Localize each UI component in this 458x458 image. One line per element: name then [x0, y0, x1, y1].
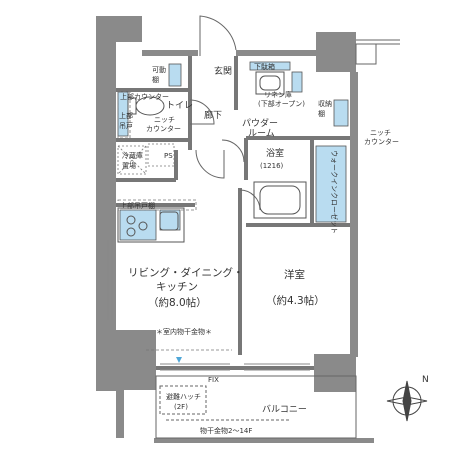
windows	[107, 240, 310, 371]
ldk-area-label: （約8.0帖）	[148, 296, 207, 309]
jobu-toda-kitchen-label: 上部吊戸棚	[120, 201, 155, 210]
fix-label: FIX	[208, 376, 219, 384]
upper-cabinet-dashed	[117, 91, 232, 351]
bathtub	[253, 181, 307, 219]
yoshitsu-area-label: （約4.3帖）	[266, 294, 325, 307]
niche-counter-left-2: カウンター	[146, 124, 181, 133]
outdoor-unit-label-1: 避難ハッチ	[166, 392, 201, 401]
toilet-label: トイレ	[166, 101, 193, 111]
niche-counter-right-2: カウンター	[364, 137, 399, 146]
ps-label: PS	[164, 152, 173, 160]
compass-icon	[386, 380, 428, 422]
ps-box	[147, 143, 175, 167]
exterior-walls	[96, 16, 374, 443]
ldk-label-1: リビング・ダイニング・	[128, 266, 244, 279]
kitchen-counter	[117, 207, 185, 243]
toilet-bowl	[127, 96, 165, 116]
wic-label: ウォークインクローゼット	[330, 150, 339, 234]
entry-door	[199, 15, 237, 56]
interior-walls	[116, 56, 350, 370]
powder-room-label-2: ルーム	[248, 128, 275, 139]
cabinet-note-label: ＊室内物干金物＊	[156, 327, 212, 336]
reizoko-label-1: 冷蔵庫	[122, 151, 143, 160]
shuno-left-label-2: 棚	[152, 75, 159, 84]
shuno-right-label-2: 棚	[318, 109, 325, 118]
jobu-toda-label: 上部	[119, 111, 133, 120]
shoes-box-label: 下駄箱	[254, 62, 275, 71]
shuno-right-label-1: 収納	[318, 99, 332, 108]
shuno-left-label-1: 可動	[152, 65, 166, 74]
door-swings	[189, 99, 261, 211]
wash-basin	[255, 71, 285, 95]
exterior-structure-top	[355, 39, 400, 65]
marker-triangle	[176, 357, 182, 363]
balcony-outline	[155, 375, 357, 439]
linen-label-2: (下部オープン)	[258, 99, 305, 108]
outdoor-unit-label-2: (2F)	[174, 403, 188, 411]
balcony-note-label: 物干金物2～14F	[200, 426, 252, 435]
balcony-label: バルコニー	[262, 404, 307, 415]
reizoko-label-2: 置場	[122, 161, 136, 170]
rouka-label: 廊下	[204, 109, 222, 121]
ldk-label-2: キッチン	[156, 281, 198, 293]
bath-label-2: (1216)	[260, 162, 284, 170]
bath-label-1: 浴室	[266, 147, 284, 159]
yoshitsu-label: 洋室	[284, 268, 305, 281]
upper-counter-label: 上部カウンター	[120, 92, 169, 101]
fridge-space	[117, 145, 147, 175]
niche-counter-left-1: ニッチ	[154, 116, 175, 124]
powder-room-label-1: パウダー	[242, 117, 278, 129]
genkan-label: 玄関	[214, 65, 232, 77]
compass-label: N	[422, 375, 429, 385]
niche-counter-right-1: ニッチ	[370, 129, 391, 137]
fixtures-blue	[117, 61, 349, 241]
linen-label-1: リネン庫	[264, 90, 292, 99]
jobu-toda-label-2: 吊戸	[119, 122, 133, 130]
